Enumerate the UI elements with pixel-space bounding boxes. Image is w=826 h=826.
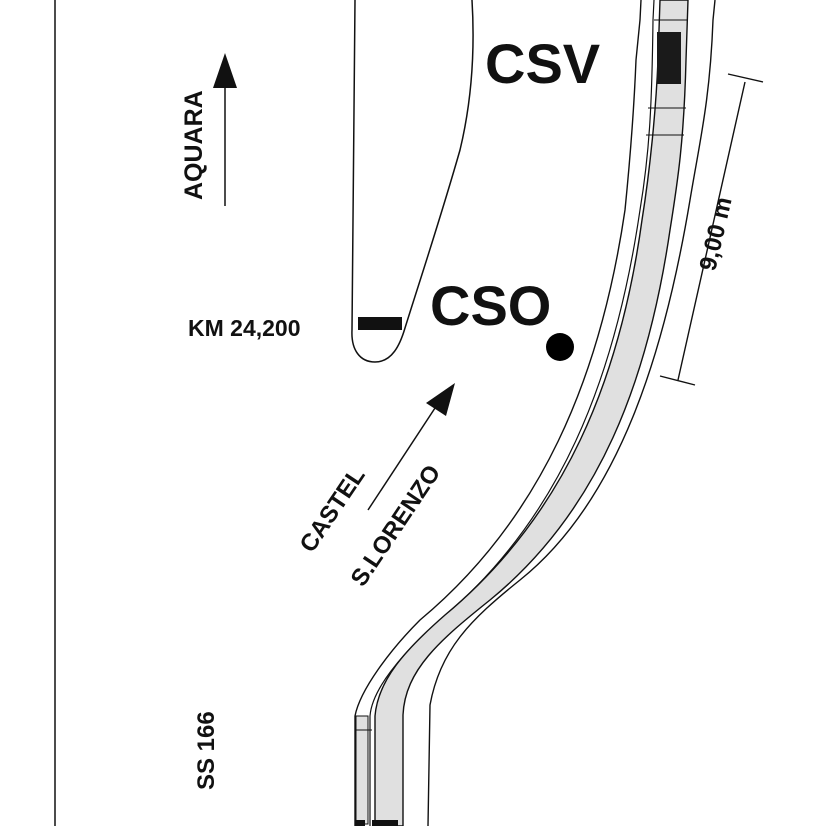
bottom-dark-mark bbox=[372, 820, 398, 826]
castel-label: CASTEL bbox=[295, 463, 371, 558]
castel-arrow-shaft bbox=[367, 404, 438, 511]
km-label: KM 24,200 bbox=[188, 315, 301, 341]
castel-arrow-head bbox=[426, 383, 455, 416]
cso-point bbox=[546, 333, 574, 361]
road-outer-edge-right bbox=[427, 0, 716, 826]
csv-sensor-block bbox=[657, 32, 681, 84]
distance-label: 9,00 m bbox=[695, 194, 738, 273]
road-label: SS 166 bbox=[193, 711, 220, 790]
lane-band bbox=[374, 0, 689, 826]
island-outline bbox=[351, 0, 474, 363]
cso-label: CSO bbox=[430, 274, 551, 337]
distance-tick-bottom bbox=[659, 375, 696, 386]
bottom-lane-stub-left bbox=[355, 715, 369, 825]
aquara-arrow-head bbox=[213, 53, 237, 88]
road-outer-edge-left bbox=[354, 0, 642, 826]
csv-label: CSV bbox=[485, 32, 600, 95]
bottom-dark-mark-left bbox=[355, 820, 365, 826]
aquara-label: AQUARA bbox=[180, 90, 208, 200]
km-marker-bar bbox=[358, 317, 402, 330]
distance-dimension-line bbox=[677, 81, 746, 381]
distance-tick-top bbox=[727, 73, 764, 83]
